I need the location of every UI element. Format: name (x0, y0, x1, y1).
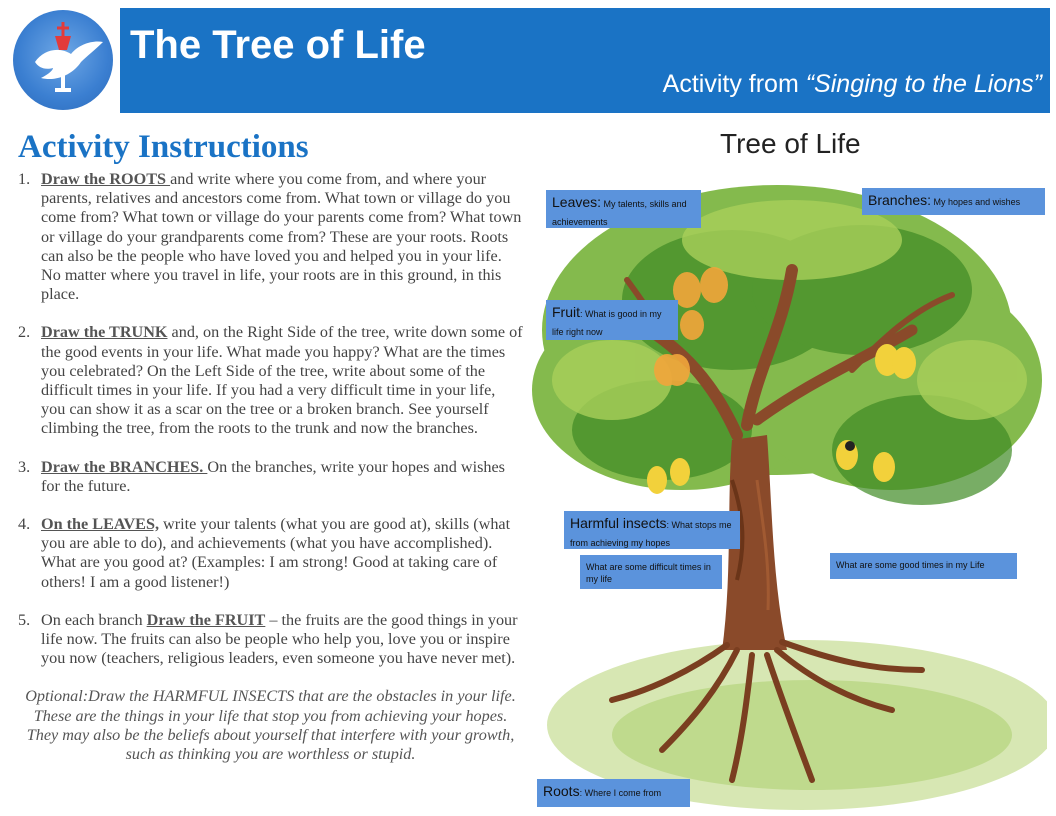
item-number: 2. (18, 323, 31, 342)
instruction-branches: 3. Draw the BRANCHES. On the branches, wr… (18, 458, 523, 496)
item-text: and write where you come from, and where… (41, 170, 522, 304)
instruction-leaves: 4. On the LEAVES, write your talents (wha… (18, 515, 523, 592)
item-text: and, on the Right Side of the tree, writ… (41, 323, 523, 438)
label-good-times: What are some good times in my Life (830, 553, 1017, 579)
item-number: 3. (18, 457, 31, 476)
item-lead: Draw the ROOTS (41, 170, 171, 188)
label-key: Roots (543, 783, 580, 799)
tree-illustration (532, 185, 1047, 810)
item-lead: Draw the TRUNK (41, 323, 168, 342)
instruction-roots: 1. Draw the ROOTS and write where you com… (18, 170, 523, 304)
item-number: 1. (18, 170, 31, 188)
item-number: 5. (18, 610, 31, 629)
subtitle-book: “Singing to the Lions” (805, 70, 1042, 98)
label-harmful-insects: Harmful insects: What stops me from achi… (564, 511, 740, 549)
optional-insects-note: Optional:Draw the HARMFUL INSECTS that a… (25, 687, 516, 764)
label-key: Harmful insects (570, 515, 667, 531)
label-desc: My hopes and wishes (931, 197, 1021, 207)
label-roots: Roots: Where I come from (537, 779, 690, 807)
item-text: write your talents (what you are good at… (41, 515, 511, 591)
label-desc: : What is good in my life right now (552, 309, 662, 337)
title-banner: The Tree of Life Activity from “Singing … (120, 8, 1050, 113)
instruction-trunk: 2. Draw the TRUNK and, on the Right Side … (18, 323, 523, 438)
label-branches: Branches: My hopes and wishes (862, 188, 1045, 215)
item-pre: On each branch (41, 610, 147, 629)
item-lead: On the LEAVES, (41, 515, 159, 534)
page-subtitle: Activity from “Singing to the Lions” (663, 70, 1042, 99)
label-difficult-times: What are some difficult times in my life (580, 555, 722, 589)
label-leaves: Leaves: My talents, skills and achieveme… (546, 190, 701, 228)
label-key: Fruit (552, 304, 580, 320)
subtitle-prefix: Activity from (662, 70, 806, 98)
item-number: 4. (18, 515, 31, 534)
label-desc: : What stops me from achieving my hopes (570, 520, 732, 548)
instructions-list: 1. Draw the ROOTS and write where you com… (18, 170, 523, 668)
church-logo (13, 10, 113, 110)
label-desc: My talents, skills and achievements (552, 199, 687, 227)
label-fruit: Fruit: What is good in my life right now (546, 300, 678, 340)
label-key: Branches: (868, 192, 932, 208)
page-title: The Tree of Life (130, 23, 426, 67)
item-lead: Draw the FRUIT (146, 610, 266, 629)
label-desc: : Where I come from (579, 788, 662, 798)
instruction-fruit: 5. On each branch Draw the FRUIT – the fr… (18, 611, 523, 669)
tree-title: Tree of Life (720, 128, 861, 159)
activity-instructions: Activity Instructions 1. Draw the ROOTS a… (18, 128, 523, 764)
label-key: Leaves: (552, 194, 602, 210)
dove-chalice-icon (35, 22, 103, 92)
item-lead: Draw the BRANCHES. (41, 457, 208, 476)
item-text: On the branches, write your hopes and wi… (41, 457, 505, 495)
item-text: – the fruits are the good things in your… (41, 610, 518, 668)
instructions-heading: Activity Instructions (18, 129, 309, 165)
